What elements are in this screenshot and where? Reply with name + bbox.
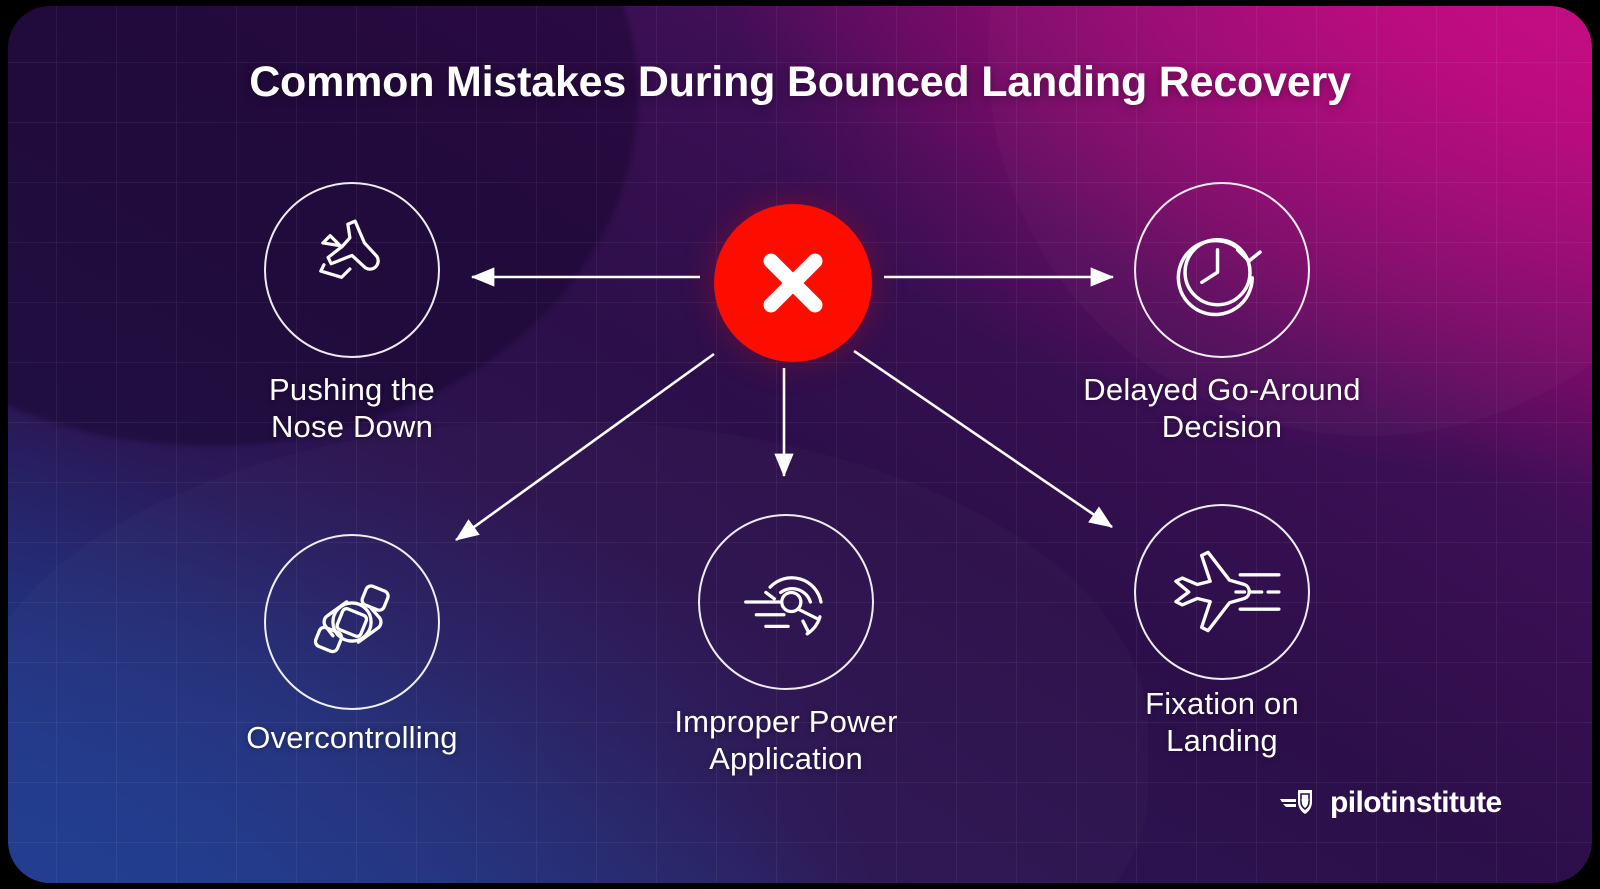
close-x-icon xyxy=(763,253,823,313)
clock-delay-icon xyxy=(1176,238,1262,317)
icon-circle-fixation-on-landing xyxy=(1134,504,1310,680)
center-error-icon xyxy=(714,204,872,362)
node-delayed-go-around: Delayed Go-Around Decision xyxy=(1083,182,1360,444)
label-line-1: Overcontrolling xyxy=(246,720,458,755)
label-overcontrolling: Overcontrolling xyxy=(204,720,500,757)
brand-logo: pilotinstitute xyxy=(1280,786,1502,820)
airplane-nose-down-icon xyxy=(319,219,380,279)
label-line-1: Improper Power xyxy=(674,704,898,739)
page-title: Common Mistakes During Bounced Landing R… xyxy=(249,58,1351,106)
label-delayed-go-around: Delayed Go-Around Decision xyxy=(1038,372,1406,445)
label-pushing-nose-down: Pushing the Nose Down xyxy=(204,372,500,445)
winged-star-shield-icon xyxy=(1280,790,1312,814)
node-improper-power-application: Improper Power Application xyxy=(674,514,897,776)
node-pushing-nose-down: Pushing the Nose Down xyxy=(264,182,440,444)
icon-circle-overcontrolling xyxy=(264,534,440,710)
label-line-2: Decision xyxy=(1161,408,1283,444)
node-overcontrolling: Overcontrolling xyxy=(246,534,458,755)
icon-circle-delayed-go-around xyxy=(1134,182,1310,358)
decorative-blob-bottom xyxy=(8,421,1148,883)
label-improper-power-application: Improper Power Application xyxy=(618,704,954,777)
label-line-1: Fixation on xyxy=(1145,686,1299,721)
label-line-1: Delayed Go-Around xyxy=(1083,372,1361,407)
brand-logo-text: pilotinstitute xyxy=(1330,786,1502,819)
airplane-runway-icon xyxy=(1174,550,1281,633)
icon-circle-improper-power xyxy=(698,514,874,690)
control-yoke-icon xyxy=(313,584,390,654)
throttle-gauge-icon xyxy=(744,576,823,636)
label-line-1: Pushing the xyxy=(269,372,435,407)
label-line-2: Nose Down xyxy=(270,408,434,444)
label-fixation-on-landing: Fixation on Landing xyxy=(1068,686,1376,759)
label-line-2: Landing xyxy=(1166,722,1278,758)
node-fixation-on-landing: Fixation on Landing xyxy=(1134,504,1310,758)
infographic-card: Common Mistakes During Bounced Landing R… xyxy=(8,6,1592,883)
icon-circle-pushing-nose-down xyxy=(264,182,440,358)
label-line-2: Application xyxy=(709,740,863,776)
